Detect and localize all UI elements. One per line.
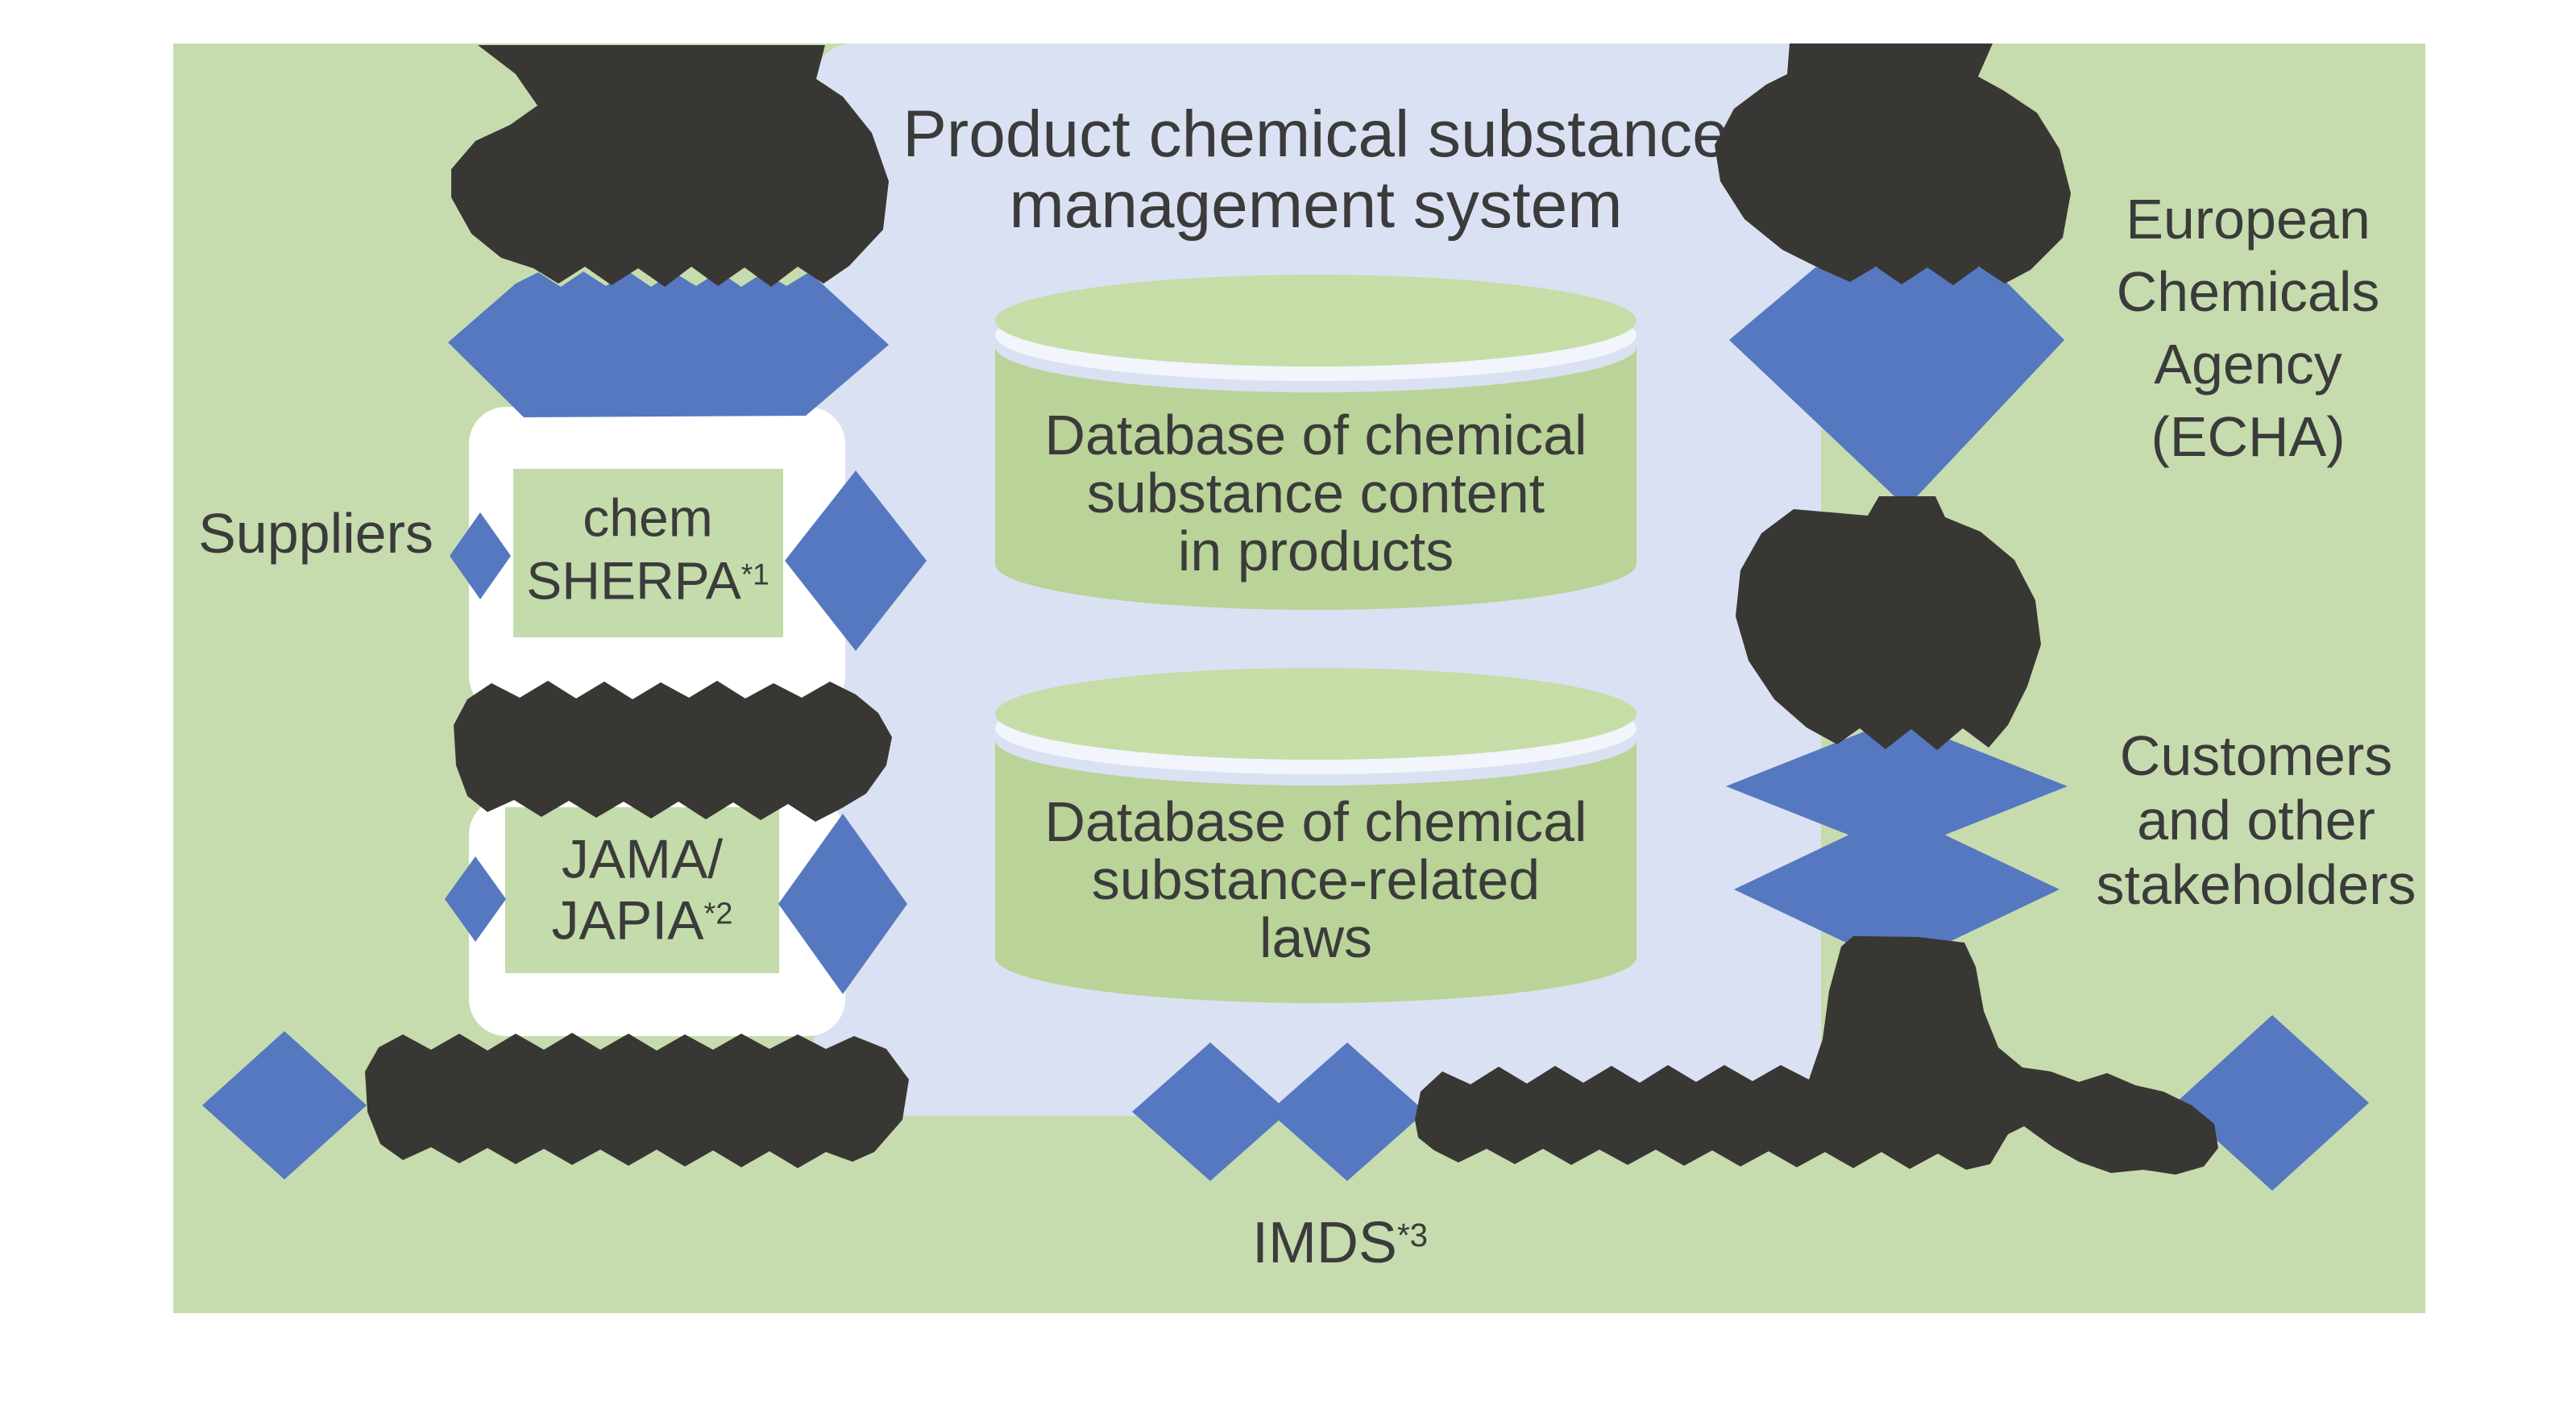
imds-name: IMDS — [1251, 1211, 1397, 1275]
jama-japia-footnote-marker: *2 — [703, 897, 733, 931]
chem-sherpa-name: SHERPA — [526, 550, 741, 611]
flow-diamond-jama-to-panel-icon — [778, 814, 907, 994]
chem-sherpa-box — [513, 469, 783, 637]
echa-line-1: European — [2126, 188, 2371, 251]
chem-sherpa-footnote-marker: *1 — [740, 557, 769, 591]
imds-label: IMDS*3 — [1252, 1212, 1428, 1282]
imds-footnote-marker: *3 — [1396, 1216, 1429, 1254]
customers-line-2: and other — [2137, 789, 2375, 852]
flow-diamond-imds-right-icon — [1269, 1042, 1425, 1181]
laws-db-label: Database of chemical substance-related l… — [1044, 793, 1587, 967]
flow-diamond-customers-lower-icon — [1734, 812, 2060, 967]
products-db-line-1: Database of chemical — [1044, 404, 1587, 466]
redacted-text-blob-bottom-center — [1415, 936, 2218, 1175]
chem-sherpa-line-1: chem — [583, 487, 713, 548]
customers-label: Customers and other stakeholders — [2097, 723, 2416, 917]
products-db-label: Database of chemical substance content i… — [1044, 406, 1587, 580]
echa-line-3: Agency — [2154, 333, 2342, 396]
laws-db-line-3: laws — [1259, 906, 1373, 969]
jama-japia-line-2: JAPIA*2 — [552, 890, 733, 960]
redacted-text-blob-top-left — [451, 45, 889, 287]
customers-line-3: stakeholders — [2096, 853, 2416, 916]
database-cylinder-products — [995, 275, 1636, 610]
jama-japia-line-1: JAMA/ — [561, 828, 724, 890]
echa-line-2: Chemicals — [2116, 260, 2380, 323]
redacted-text-blob-middle-left — [454, 681, 892, 822]
chem-sherpa-label: chem SHERPA*1 — [526, 487, 769, 621]
echa-label: European Chemicals Agency (ECHA) — [2117, 183, 2380, 473]
title-line-2: management system — [1009, 168, 1623, 242]
jama-japia-label: JAMA/ JAPIA*2 — [552, 829, 733, 960]
flow-diamond-suppliers-icon — [450, 512, 511, 599]
flow-diamond-bottom-left-icon — [202, 1031, 367, 1179]
cylinder-body — [995, 346, 1636, 610]
jama-japia-name: JAPIA — [551, 889, 704, 951]
flow-diamond-imds-left-icon — [1132, 1042, 1288, 1181]
redacted-text-blob-customers — [1736, 496, 2041, 750]
flow-diamond-left-of-jama-icon — [445, 856, 506, 942]
chem-sherpa-line-2: SHERPA*1 — [526, 549, 769, 621]
redacted-text-blob-bottom-left — [365, 1033, 909, 1168]
echa-line-4: (ECHA) — [2151, 405, 2346, 468]
suppliers-label: Suppliers — [198, 502, 433, 565]
cylinder-top — [995, 275, 1636, 367]
flow-diamond-sherpa-to-panel-icon — [785, 470, 927, 651]
cylinder-body — [995, 740, 1636, 1003]
flow-diamond-customers-upper-icon — [1726, 719, 2068, 854]
page-title: Product chemical substance management sy… — [902, 99, 1729, 241]
products-db-line-3: in products — [1177, 520, 1454, 582]
flow-hexagon-top-left-icon — [448, 271, 889, 417]
customers-line-1: Customers — [2119, 724, 2393, 787]
flow-diamond-bottom-right-icon — [2176, 1015, 2369, 1191]
title-line-1: Product chemical substance — [902, 97, 1729, 171]
jama-japia-box — [505, 807, 779, 973]
cylinder-top — [995, 668, 1636, 760]
database-cylinder-laws — [995, 668, 1636, 1003]
laws-db-line-1: Database of chemical — [1044, 790, 1587, 853]
redacted-text-blob-top-right — [1715, 44, 2071, 285]
laws-db-line-2: substance-related — [1091, 848, 1541, 911]
flow-diamond-echa-icon — [1729, 267, 2064, 508]
products-db-line-2: substance content — [1086, 462, 1545, 524]
